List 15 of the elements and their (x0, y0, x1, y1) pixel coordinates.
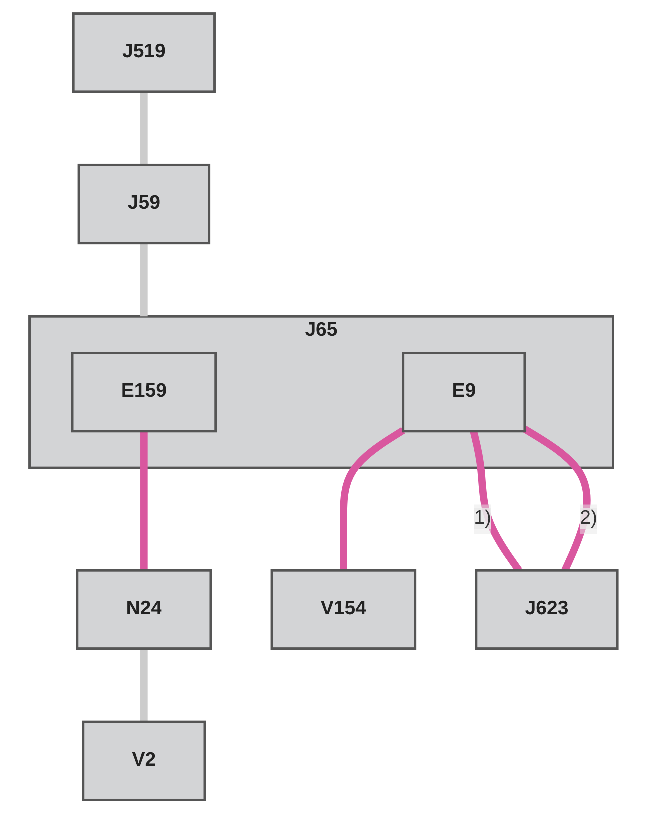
node-box: E9 (402, 352, 526, 433)
connector (140, 648, 148, 722)
connector (340, 427, 406, 571)
node-box: V2 (82, 720, 207, 802)
node-box: E159 (72, 352, 218, 433)
edge-label: 1) (474, 508, 492, 530)
node-box: J59 (78, 164, 211, 245)
node-box: V154 (271, 569, 417, 650)
connector (140, 243, 148, 317)
connector (140, 431, 148, 571)
node-box: N24 (76, 569, 212, 650)
connector (140, 92, 148, 166)
node-box: J519 (72, 12, 216, 94)
node-box: J623 (476, 569, 620, 650)
edge-label: 2) (580, 508, 598, 530)
